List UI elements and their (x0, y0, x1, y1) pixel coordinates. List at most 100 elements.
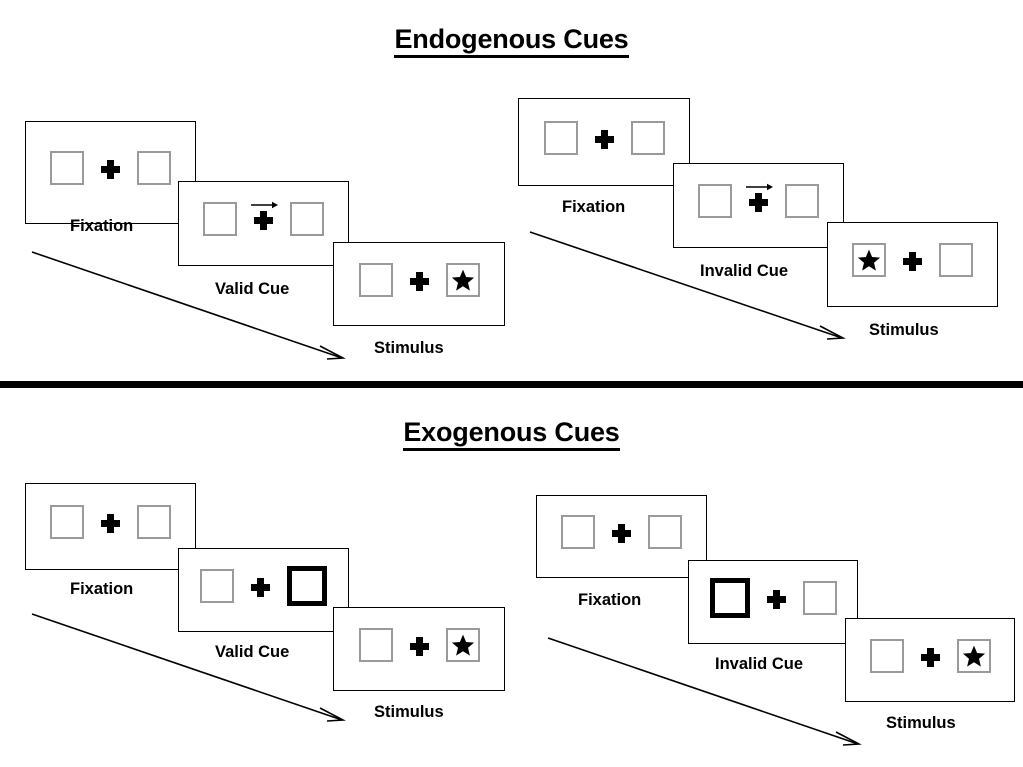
frame-content (334, 243, 504, 325)
right-placeholder-box (939, 243, 973, 277)
frame-exogenous-invalid-fixation (536, 495, 707, 578)
frame-content (828, 223, 997, 306)
right-placeholder-box (648, 515, 682, 549)
stage-row (543, 120, 665, 155)
frame-content (26, 122, 195, 223)
section-title-exogenous: Exogenous Cues (0, 417, 1023, 451)
frame-exogenous-valid-stimulus (333, 607, 505, 691)
fixation-cross-icon (749, 193, 768, 212)
frame-label-endogenous-invalid-stimulus: Stimulus (869, 321, 939, 339)
left-placeholder-box (869, 638, 904, 673)
center-cell (409, 628, 429, 662)
frame-content (26, 484, 195, 569)
frame-exogenous-invalid-cue (688, 560, 858, 644)
fixation-cross-icon (251, 577, 270, 597)
right-placeholder-box (802, 580, 837, 615)
left-placeholder-box (358, 262, 393, 297)
frame-content (179, 549, 348, 631)
frame-content (689, 561, 857, 643)
frame-endogenous-invalid-stimulus (827, 222, 998, 307)
right-target-box (445, 627, 480, 662)
frame-label-endogenous-valid-stimulus: Stimulus (374, 339, 444, 357)
fixation-cross-icon (254, 211, 273, 230)
center-cell (251, 201, 278, 236)
star-icon (962, 645, 985, 667)
stage-row (709, 577, 837, 618)
center-cell (612, 515, 631, 549)
frame-endogenous-valid-fixation (25, 121, 196, 224)
left-target-box (852, 243, 886, 277)
frame-content (334, 608, 504, 690)
frame-label-endogenous-valid-fixation: Fixation (70, 217, 134, 235)
stage-row (852, 243, 973, 277)
left-placeholder-box (561, 515, 595, 549)
left-placeholder-box (50, 505, 84, 539)
frame-content (674, 164, 843, 247)
right-placeholder-box (290, 202, 324, 236)
stage-row (561, 515, 682, 549)
frame-content (519, 99, 689, 185)
fixation-cross-icon (903, 252, 922, 271)
right-placeholder-box (630, 120, 665, 155)
center-cell (101, 505, 120, 539)
frame-label-exogenous-invalid-stimulus: Stimulus (886, 714, 956, 732)
left-placeholder-box (698, 184, 732, 218)
star-icon (451, 269, 474, 291)
right-target-box (956, 638, 991, 673)
section-divider (0, 381, 1023, 388)
fixation-cross-icon (920, 647, 940, 667)
fixation-cross-icon (101, 514, 120, 533)
frame-endogenous-invalid-cue (673, 163, 844, 248)
center-cell (594, 121, 614, 155)
frame-label-exogenous-valid-stimulus: Stimulus (374, 703, 444, 721)
stage-row (203, 201, 324, 236)
frame-label-endogenous-invalid-fixation: Fixation (562, 198, 626, 216)
fixation-cross-icon (766, 589, 786, 609)
center-cell (101, 151, 120, 185)
section-title-exogenous-text: Exogenous Cues (403, 417, 620, 451)
frame-label-exogenous-valid-fixation: Fixation (70, 580, 134, 598)
frame-content (846, 619, 1014, 701)
stage-row (358, 262, 480, 297)
frame-endogenous-invalid-fixation (518, 98, 690, 186)
frame-endogenous-valid-stimulus (333, 242, 505, 326)
stage-row (50, 151, 171, 185)
stage-row (358, 627, 480, 662)
fixation-cross-icon (409, 636, 429, 656)
fixation-cross-icon (594, 129, 614, 149)
center-cell (746, 183, 773, 218)
right-placeholder-box (785, 184, 819, 218)
fixation-cross-icon (612, 524, 631, 543)
right-placeholder-box (137, 151, 171, 185)
stage-row (869, 638, 991, 673)
left-placeholder-box (203, 202, 237, 236)
stage-row (50, 505, 171, 539)
frame-endogenous-valid-cue (178, 181, 349, 266)
arrow-right-icon (746, 183, 773, 191)
left-placeholder-box (358, 627, 393, 662)
arrow-right-icon (251, 201, 278, 209)
right-target-box (445, 262, 480, 297)
frame-label-exogenous-invalid-fixation: Fixation (578, 591, 642, 609)
frame-exogenous-valid-cue (178, 548, 349, 632)
center-cell (920, 639, 940, 673)
frame-label-endogenous-valid-cue: Valid Cue (215, 280, 290, 298)
center-cell (409, 263, 429, 297)
fixation-cross-icon (409, 271, 429, 291)
section-title-endogenous-text: Endogenous Cues (394, 24, 629, 58)
center-cell (251, 569, 270, 603)
star-icon (451, 634, 474, 656)
stage-row (200, 565, 327, 606)
center-cell (766, 581, 786, 615)
time-flow-arrow-icon-exogenous-invalid (547, 637, 862, 746)
left-placeholder-box (200, 568, 234, 603)
frame-label-endogenous-invalid-cue: Invalid Cue (700, 262, 789, 280)
frame-content (179, 182, 348, 265)
frame-label-exogenous-invalid-cue: Invalid Cue (715, 655, 804, 673)
left-placeholder-box (543, 120, 578, 155)
star-icon (857, 249, 881, 271)
frame-content (537, 496, 706, 577)
fixation-cross-icon (101, 160, 120, 179)
frame-exogenous-valid-fixation (25, 483, 196, 570)
center-cell (903, 243, 922, 277)
